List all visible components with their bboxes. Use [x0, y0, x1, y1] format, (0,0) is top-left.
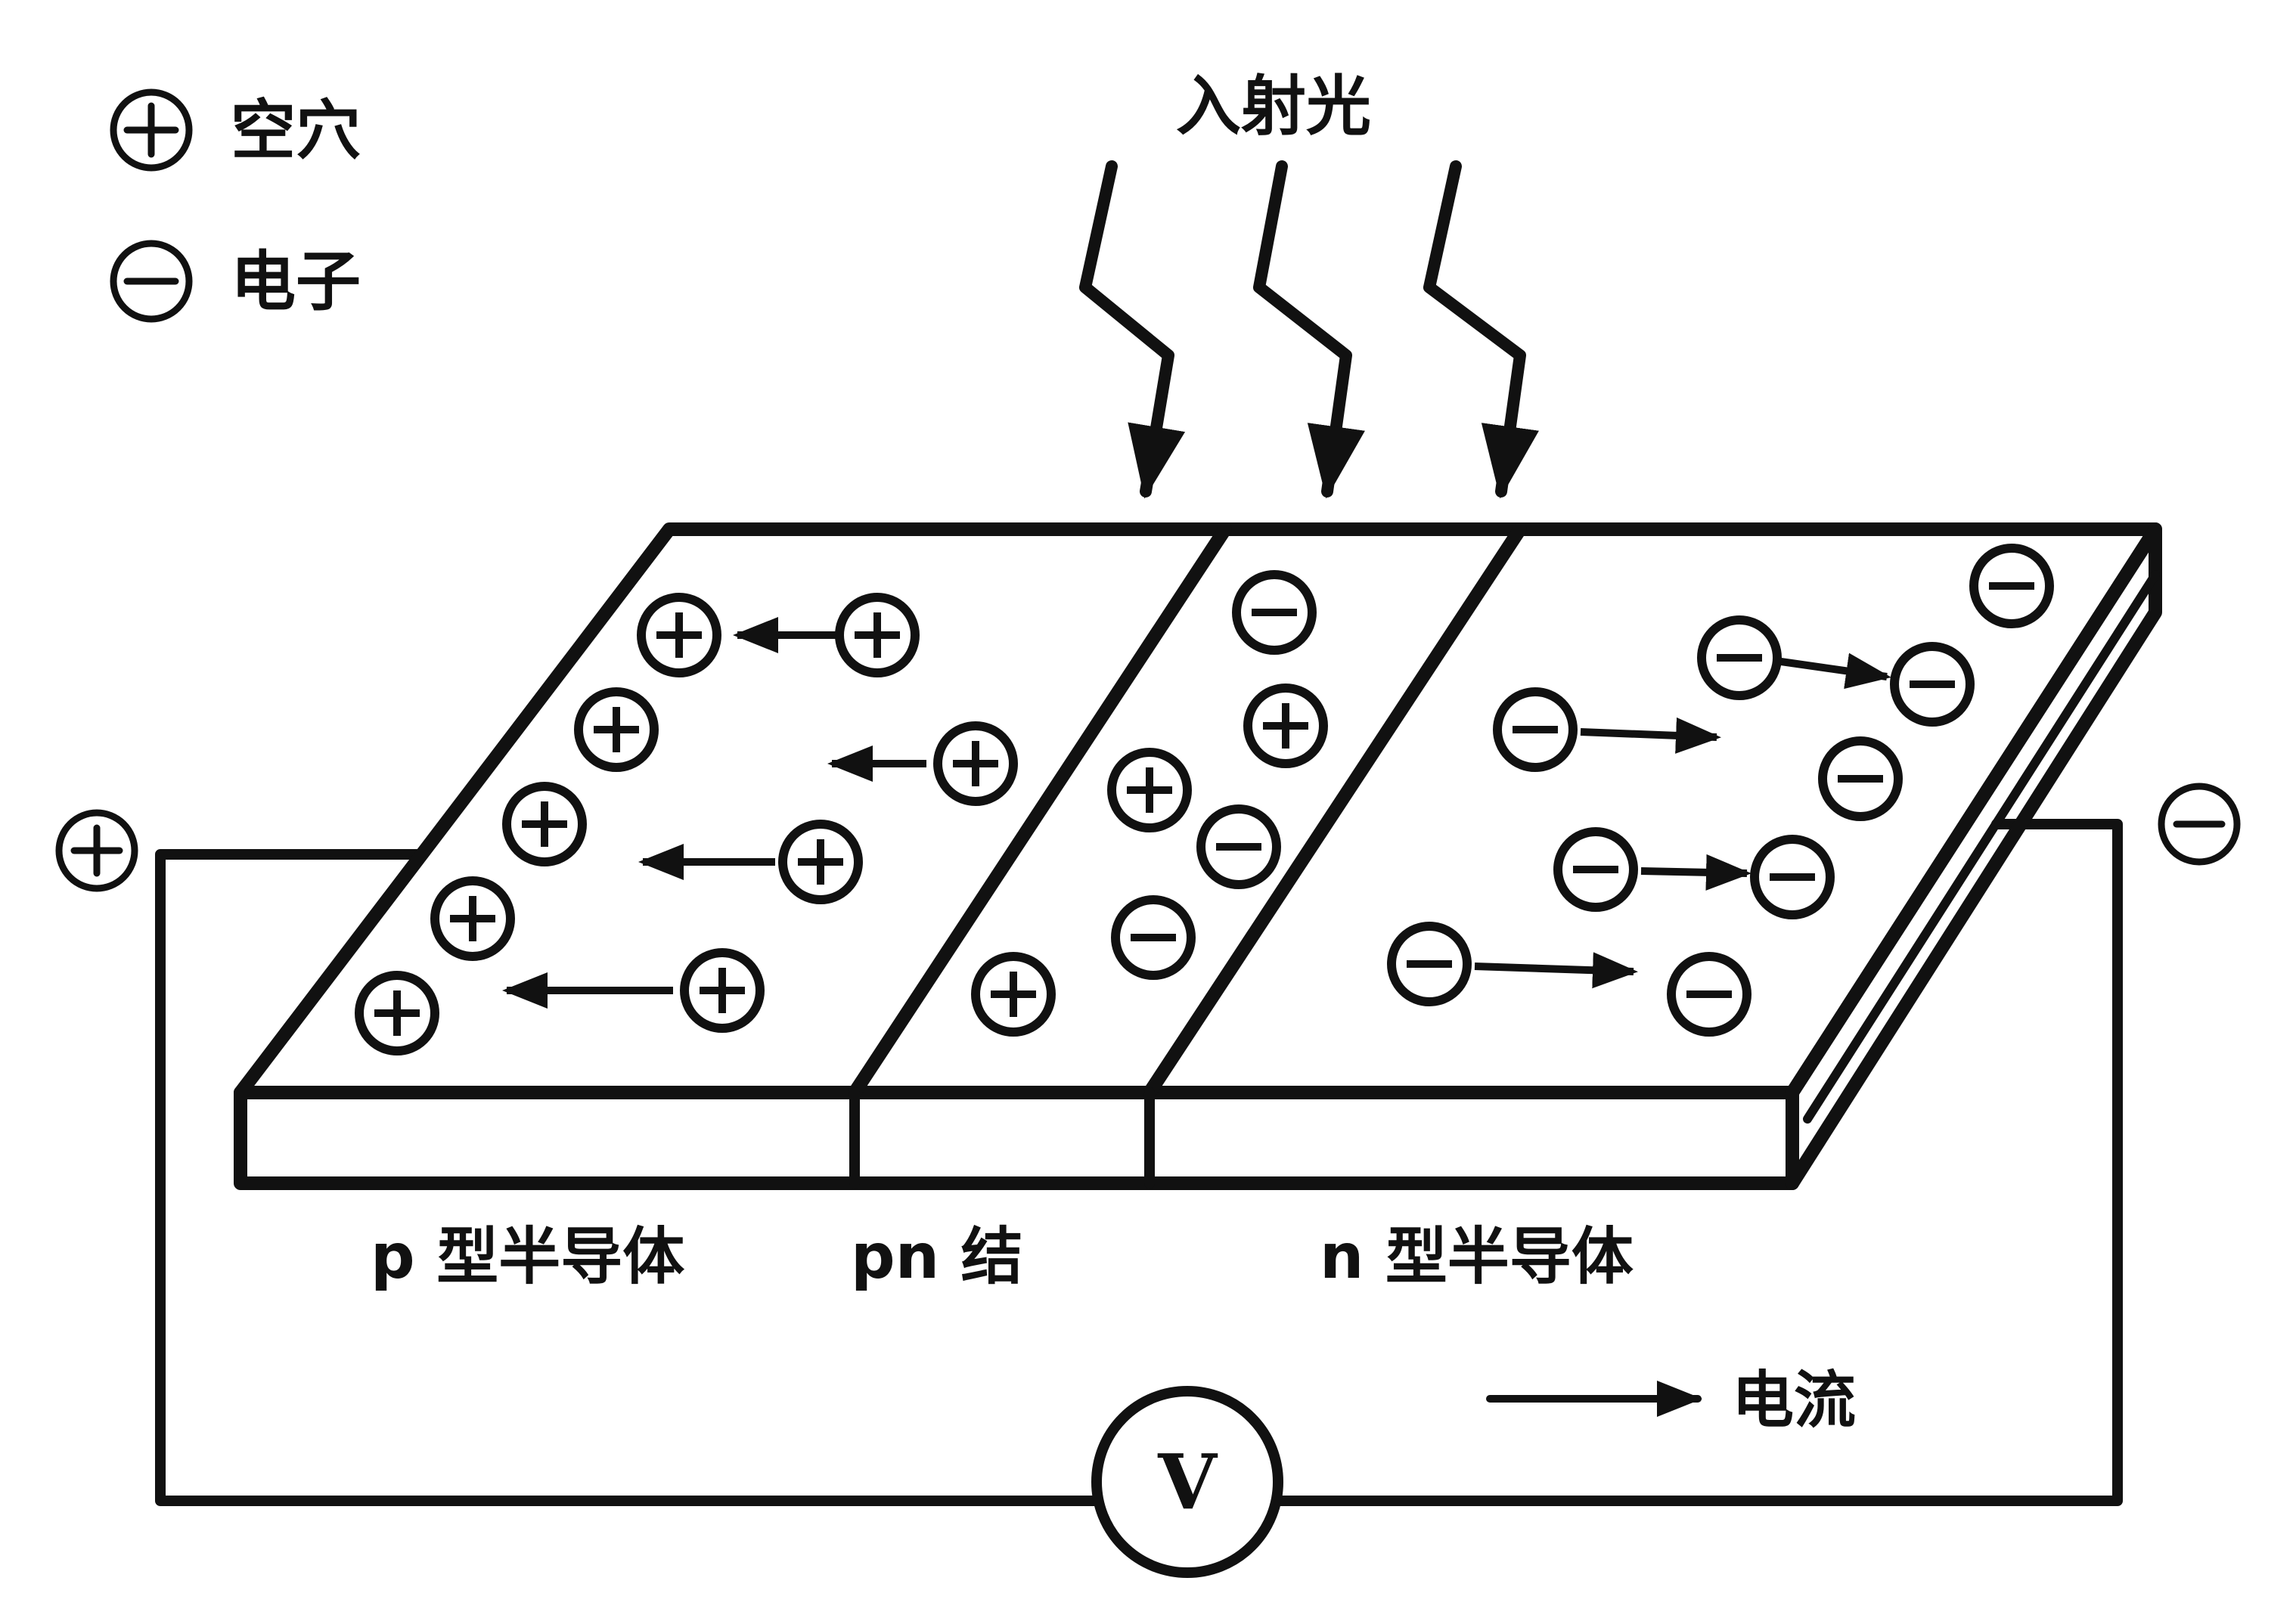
current-label: 电流: [1732, 1365, 1856, 1437]
junction-hole: [971, 952, 1056, 1037]
p-region-hole: [778, 820, 863, 904]
p-region-hole: [430, 876, 515, 961]
current-legend: 电流: [1486, 1365, 1856, 1437]
p-region-hole: [574, 687, 659, 772]
p-region-hole: [933, 721, 1018, 806]
p-region-hole: [355, 971, 439, 1055]
hole-legend-label: 空穴: [231, 93, 361, 169]
electron-drift-arrow: [1640, 854, 1751, 891]
electron-drift-arrow: [1580, 717, 1721, 754]
light-ray-1: [1079, 160, 1186, 499]
external-circuit: [155, 819, 2123, 1506]
n-region-electron: [1697, 615, 1782, 700]
light-ray-3: [1423, 160, 1539, 499]
hole-legend-icon: [110, 88, 193, 172]
p-region-label: p 型半导体: [371, 1221, 684, 1293]
positive-terminal-icon: [55, 809, 138, 892]
junction-label: pn 结: [851, 1221, 1023, 1293]
carriers-layer: [355, 544, 2054, 1055]
light-ray-2: [1253, 160, 1365, 499]
junction-hole: [1243, 684, 1328, 768]
n-region-electron: [1969, 544, 2054, 628]
n-region-electron: [1750, 835, 1835, 919]
n-region-electron: [1667, 952, 1751, 1037]
n-region-electron: [1553, 827, 1638, 912]
voltmeter: V: [1091, 1386, 1283, 1578]
negative-terminal-icon: [2158, 783, 2241, 866]
junction-electron: [1111, 895, 1196, 980]
junction-electron: [1232, 570, 1317, 655]
incident-light-label: 入射光: [1176, 69, 1371, 144]
junction-hole: [1107, 748, 1192, 832]
n-region-electron: [1818, 736, 1903, 821]
p-region-hole: [835, 593, 920, 677]
electron-drift-arrow: [1474, 952, 1638, 989]
semiconductor-slab: [234, 522, 2162, 1190]
legend: 空穴 电子: [110, 88, 361, 323]
p-region-hole: [502, 782, 587, 866]
electron-legend-icon: [110, 240, 193, 323]
p-region-hole: [637, 593, 721, 677]
p-region-hole: [680, 948, 765, 1033]
n-region-label: n 型半导体: [1320, 1221, 1634, 1293]
junction-electron: [1196, 804, 1281, 889]
electron-drift-arrow: [1780, 653, 1891, 690]
n-region-electron: [1493, 687, 1578, 772]
voltmeter-label: V: [1157, 1437, 1218, 1527]
n-region-electron: [1387, 922, 1472, 1006]
n-region-electron: [1890, 642, 1975, 727]
electron-legend-label: 电子: [231, 244, 361, 320]
